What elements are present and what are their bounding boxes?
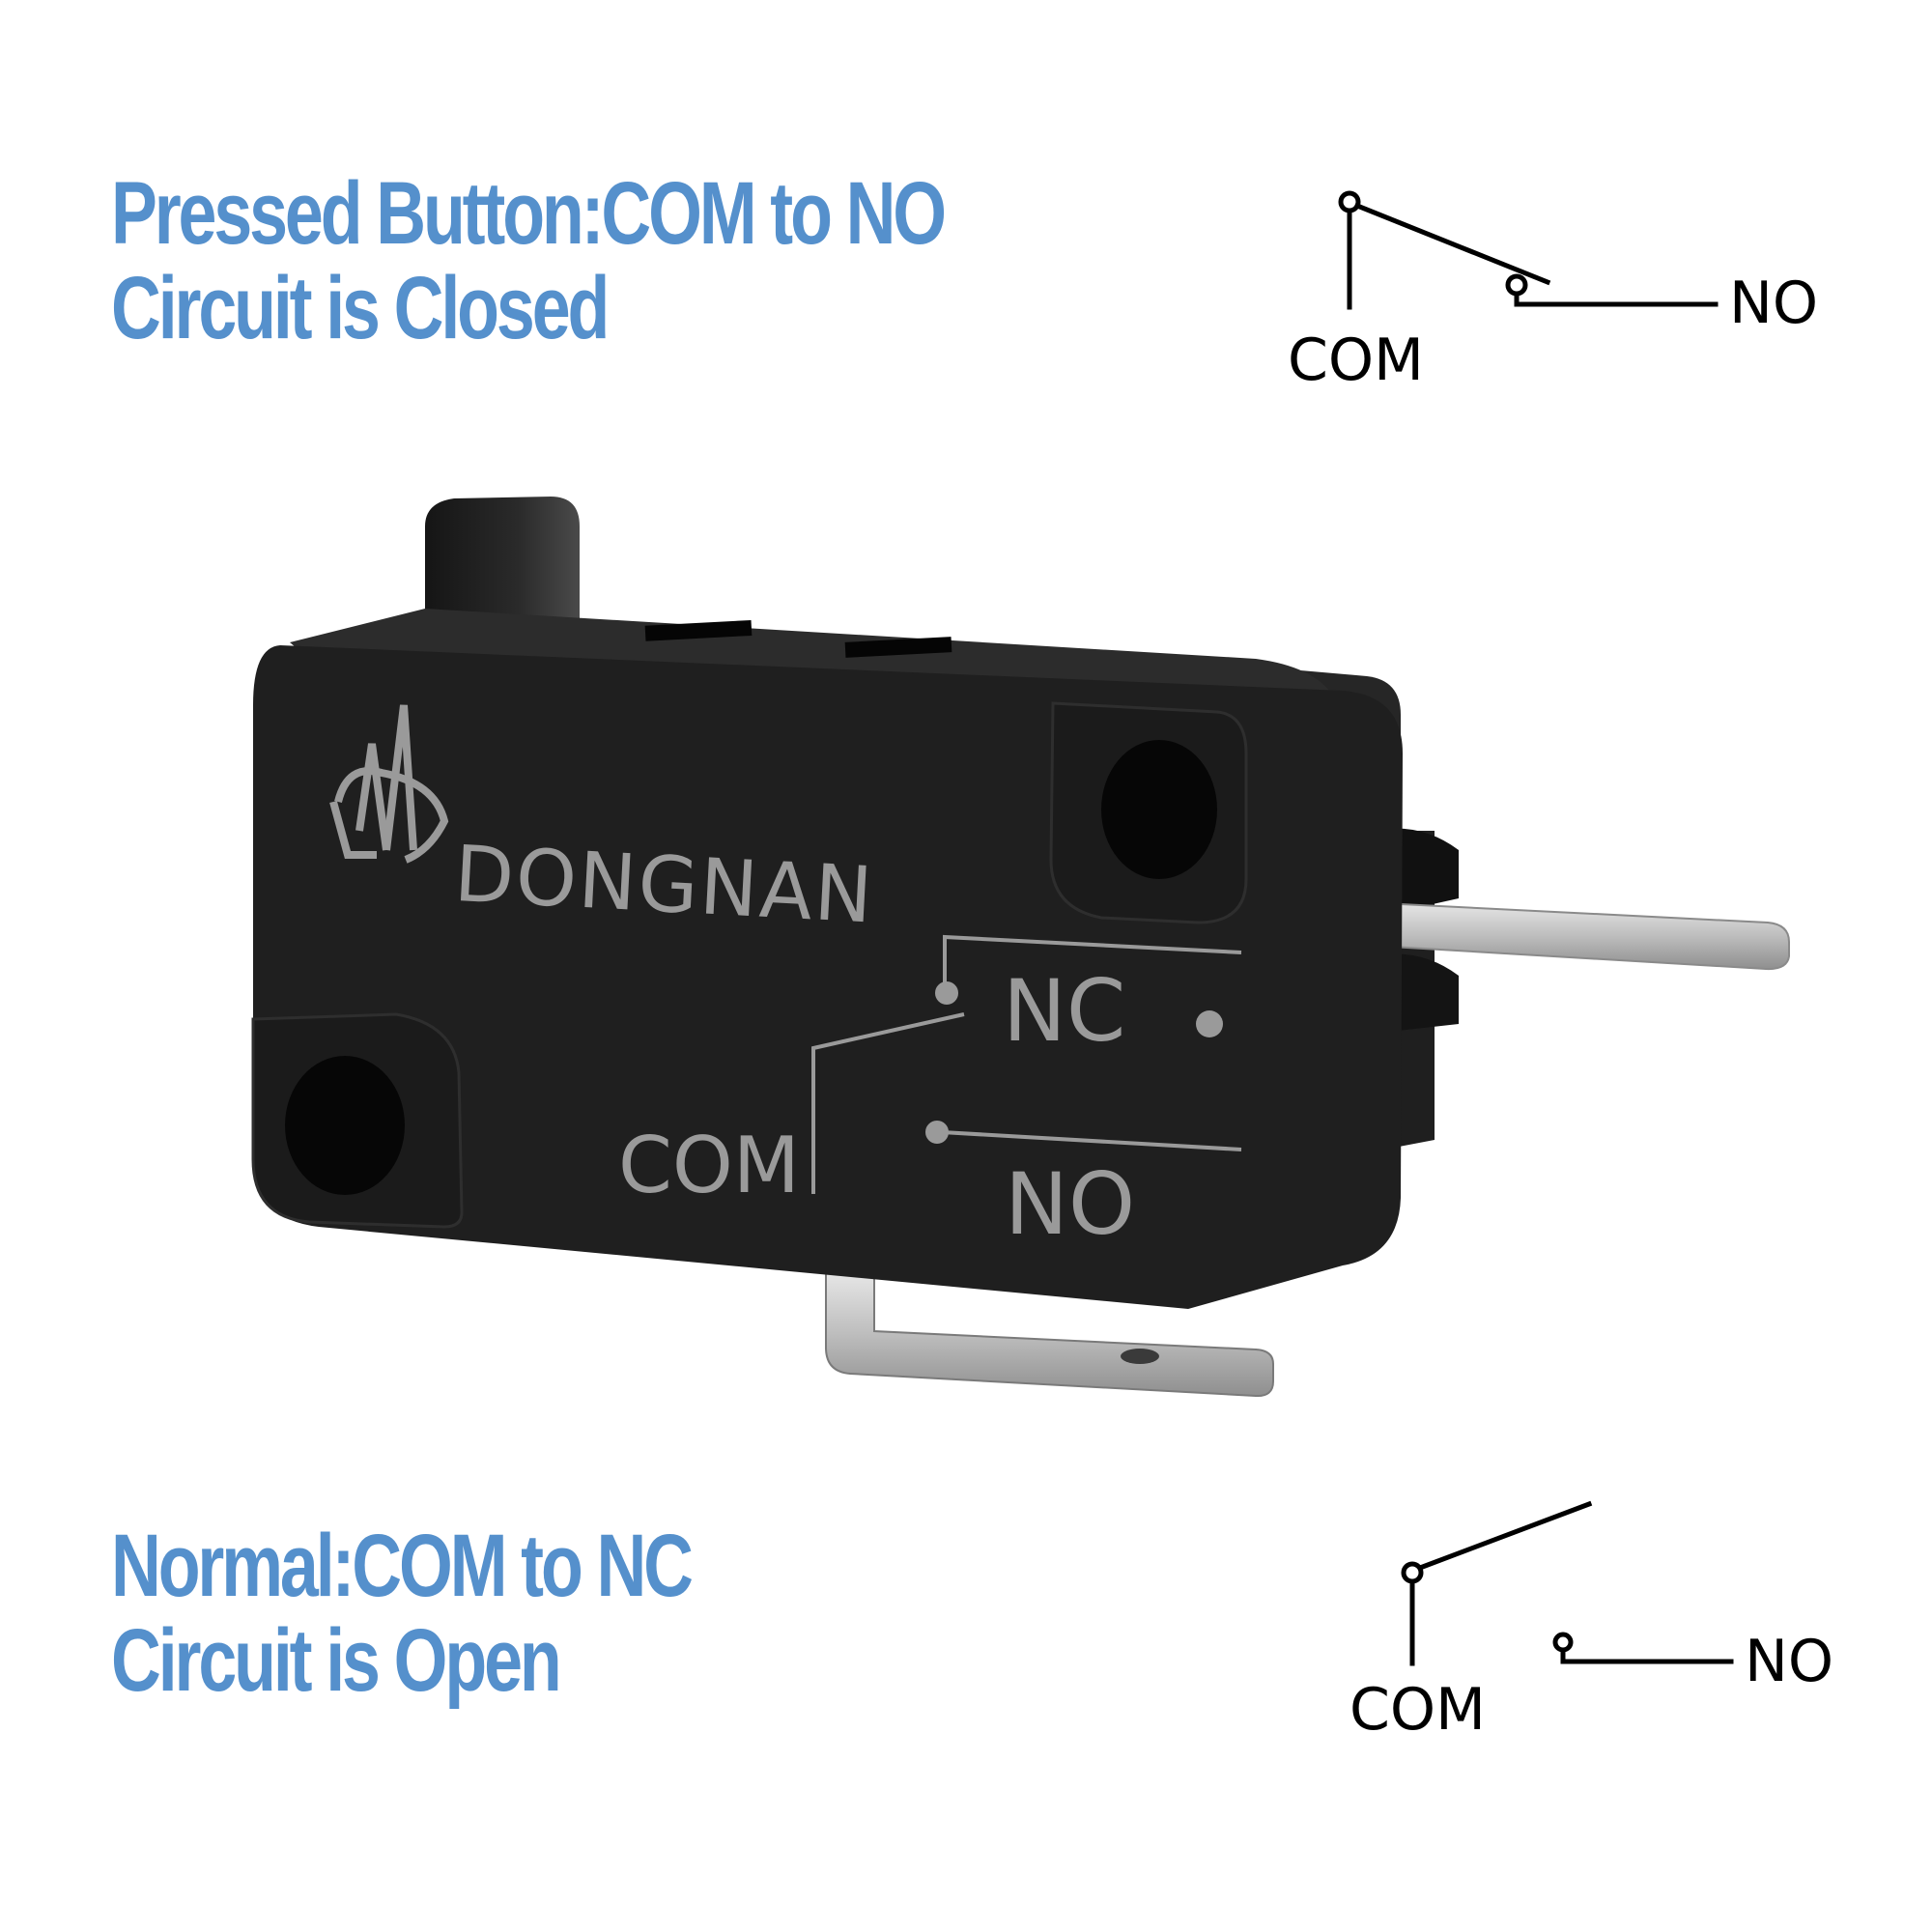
- bottom-terminal: [825, 1272, 1274, 1398]
- normal-state-caption: Normal:COM to NC Circuit is Open: [111, 1517, 694, 1710]
- switch-lever-closed: [1353, 202, 1551, 286]
- pressed-state-caption: Pressed Button:COM to NO Circuit is Clos…: [111, 164, 947, 357]
- normal-com-label: COM: [1350, 1676, 1486, 1744]
- mounting-hole-bottom: [285, 1056, 405, 1195]
- normal-state-subtitle: Circuit is Open: [111, 1611, 562, 1710]
- pressed-state-subtitle: Circuit is Closed: [111, 259, 610, 357]
- com-pivot-icon: [1338, 190, 1361, 213]
- switch-nc-label: NC: [1003, 961, 1126, 1061]
- pressed-no-label: NO: [1729, 270, 1819, 337]
- com-pivot-icon: [1401, 1561, 1424, 1584]
- pressed-com-label: COM: [1288, 327, 1424, 394]
- plunger-button: [425, 497, 580, 623]
- normal-no-label: NO: [1745, 1628, 1834, 1695]
- pressed-state-title: Pressed Button:COM to NO: [111, 164, 947, 263]
- switch-no-label: NO: [1005, 1154, 1136, 1254]
- no-lead-line: [1560, 1647, 1734, 1664]
- switch-com-label: COM: [618, 1121, 800, 1210]
- no-lead-line: [1514, 291, 1719, 307]
- imprinted-schematic: [811, 934, 1242, 1194]
- normal-state-title: Normal:COM to NC: [111, 1517, 694, 1615]
- dongnan-logo-icon: [329, 704, 449, 864]
- switch-lever-open: [1416, 1500, 1593, 1572]
- mounting-hole-top: [1101, 740, 1217, 879]
- right-terminal: [1372, 828, 1790, 1034]
